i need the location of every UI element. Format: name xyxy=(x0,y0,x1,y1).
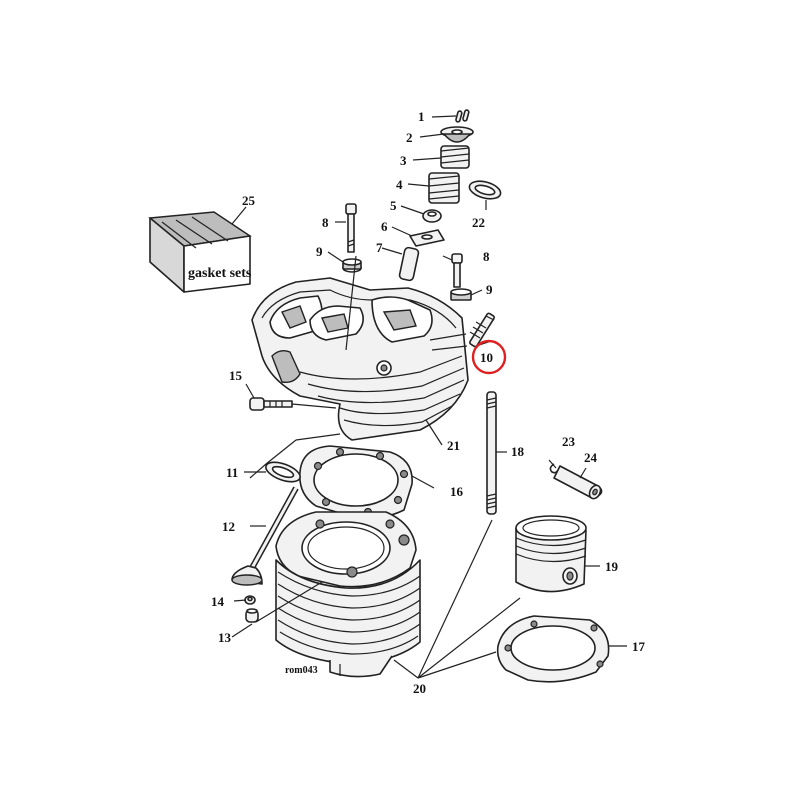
part-label-22: 22 xyxy=(472,215,485,230)
part-label-10: 10 xyxy=(480,350,493,365)
part-label-4: 4 xyxy=(396,177,403,192)
drawing-code: rom043 xyxy=(285,665,318,676)
part-label-6: 6 xyxy=(381,219,388,234)
head-bolt-washer-left[interactable] xyxy=(342,258,362,273)
highlight-circle xyxy=(471,339,507,375)
part-label-16: 16 xyxy=(450,484,464,499)
cylinder[interactable] xyxy=(275,511,421,678)
part-label-8-left: 8 xyxy=(322,215,329,230)
valve[interactable] xyxy=(231,486,299,586)
part-label-9-left: 9 xyxy=(316,244,323,259)
part-label-25: 25 xyxy=(242,193,256,208)
part-label-13: 13 xyxy=(218,630,232,645)
gasket-sets-label: gasket sets xyxy=(188,266,252,281)
part-label-18: 18 xyxy=(511,444,525,459)
head-bolt-washer-right[interactable] xyxy=(450,288,472,301)
part-label-15: 15 xyxy=(229,368,243,383)
part-label-1: 1 xyxy=(418,109,425,124)
leader-lines xyxy=(231,115,627,679)
valve-spring-stack[interactable] xyxy=(409,109,474,247)
base-gasket[interactable] xyxy=(496,615,610,683)
head-gasket[interactable] xyxy=(299,445,413,519)
part-label-21: 21 xyxy=(447,438,460,453)
valve-seal-ring[interactable] xyxy=(467,178,502,202)
gasket-sets-box[interactable]: gasket sets xyxy=(148,211,252,293)
part-label-24: 24 xyxy=(584,450,598,465)
head-bolt-right[interactable] xyxy=(451,253,463,288)
cylinder-stud[interactable] xyxy=(469,312,495,348)
valve-guide[interactable] xyxy=(398,246,420,282)
part-label-20: 20 xyxy=(413,681,426,696)
part-label-17: 17 xyxy=(632,639,646,654)
valve-guide-seal[interactable] xyxy=(245,608,259,623)
part-label-12: 12 xyxy=(222,519,235,534)
part-labels: 1 2 3 4 5 6 7 8 8 9 9 10 11 12 13 14 15 … xyxy=(211,109,646,696)
part-label-23: 23 xyxy=(562,434,576,449)
head-plug-bolt[interactable] xyxy=(249,397,293,411)
part-label-7: 7 xyxy=(376,240,383,255)
part-label-19: 19 xyxy=(605,559,619,574)
head-bolt-left[interactable] xyxy=(345,203,357,253)
piston[interactable] xyxy=(515,515,587,593)
part-label-9-right: 9 xyxy=(486,282,493,297)
valve-stem-seal[interactable] xyxy=(244,595,256,605)
part-label-5: 5 xyxy=(390,198,397,213)
valve-seat-ring[interactable] xyxy=(263,458,302,485)
part-label-8-right: 8 xyxy=(483,249,490,264)
cylinder-head[interactable] xyxy=(251,277,469,441)
part-label-14: 14 xyxy=(211,594,225,609)
part-label-11: 11 xyxy=(226,465,238,480)
piston-pin[interactable] xyxy=(553,465,603,501)
long-cylinder-stud[interactable] xyxy=(486,391,497,515)
part-label-2: 2 xyxy=(406,130,413,145)
part-label-3: 3 xyxy=(400,153,407,168)
